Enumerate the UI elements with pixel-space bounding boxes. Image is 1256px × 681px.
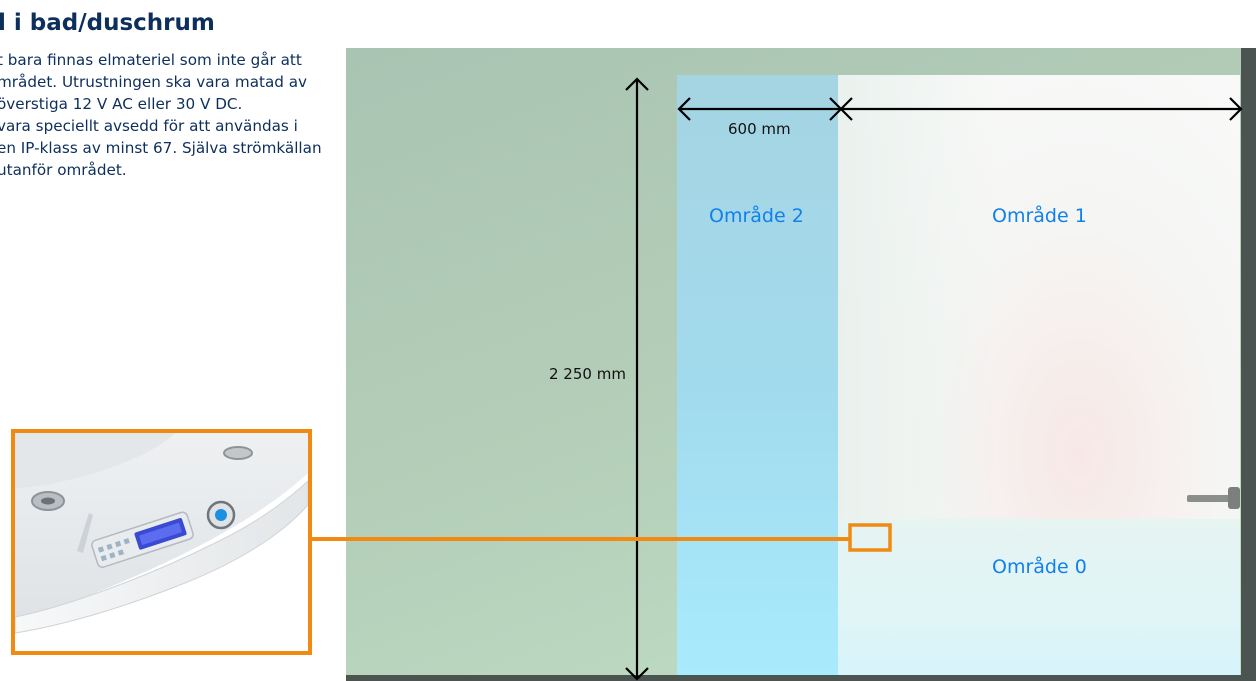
zone-2-label: Område 2 bbox=[709, 205, 804, 227]
callout-connector bbox=[312, 523, 892, 552]
bathroom-zone-diagram: Område 2 Område 1 Område 0 600 mm 2 250 … bbox=[346, 48, 1256, 681]
body-line: t bara finnas elmateriel som inte går at… bbox=[0, 51, 302, 69]
height-dimension-label: 2 250 mm bbox=[549, 365, 626, 383]
zone-0-label: Område 0 bbox=[992, 556, 1087, 578]
zone-1-label: Område 1 bbox=[992, 205, 1087, 227]
floor-line bbox=[346, 675, 1256, 681]
height-dimension-arrow bbox=[625, 77, 649, 681]
bathtub-control-panel-photo bbox=[11, 429, 312, 655]
body-text: t bara finnas elmateriel som inte går at… bbox=[0, 49, 337, 181]
zone-2-area bbox=[677, 75, 838, 675]
body-line: överstiga 12 V AC eller 30 V DC. bbox=[0, 95, 243, 113]
faucet-icon bbox=[1187, 487, 1240, 509]
body-line: vara speciellt avsedd för att användas i bbox=[0, 117, 298, 135]
width-dimension-arrow bbox=[677, 97, 1243, 121]
body-line: en IP-klass av minst 67. Själva strömkäl… bbox=[0, 139, 322, 157]
width-dimension-label: 600 mm bbox=[728, 120, 791, 138]
bathtub-illustration bbox=[15, 433, 308, 651]
page-title: l i bad/duschrum bbox=[0, 10, 215, 36]
body-line: utanför området. bbox=[0, 161, 127, 179]
zone-1-shading bbox=[838, 75, 998, 519]
body-line: mrådet. Utrustningen ska vara matad av bbox=[0, 73, 308, 91]
zone-0-area bbox=[838, 519, 1240, 675]
right-wall bbox=[1241, 48, 1256, 681]
